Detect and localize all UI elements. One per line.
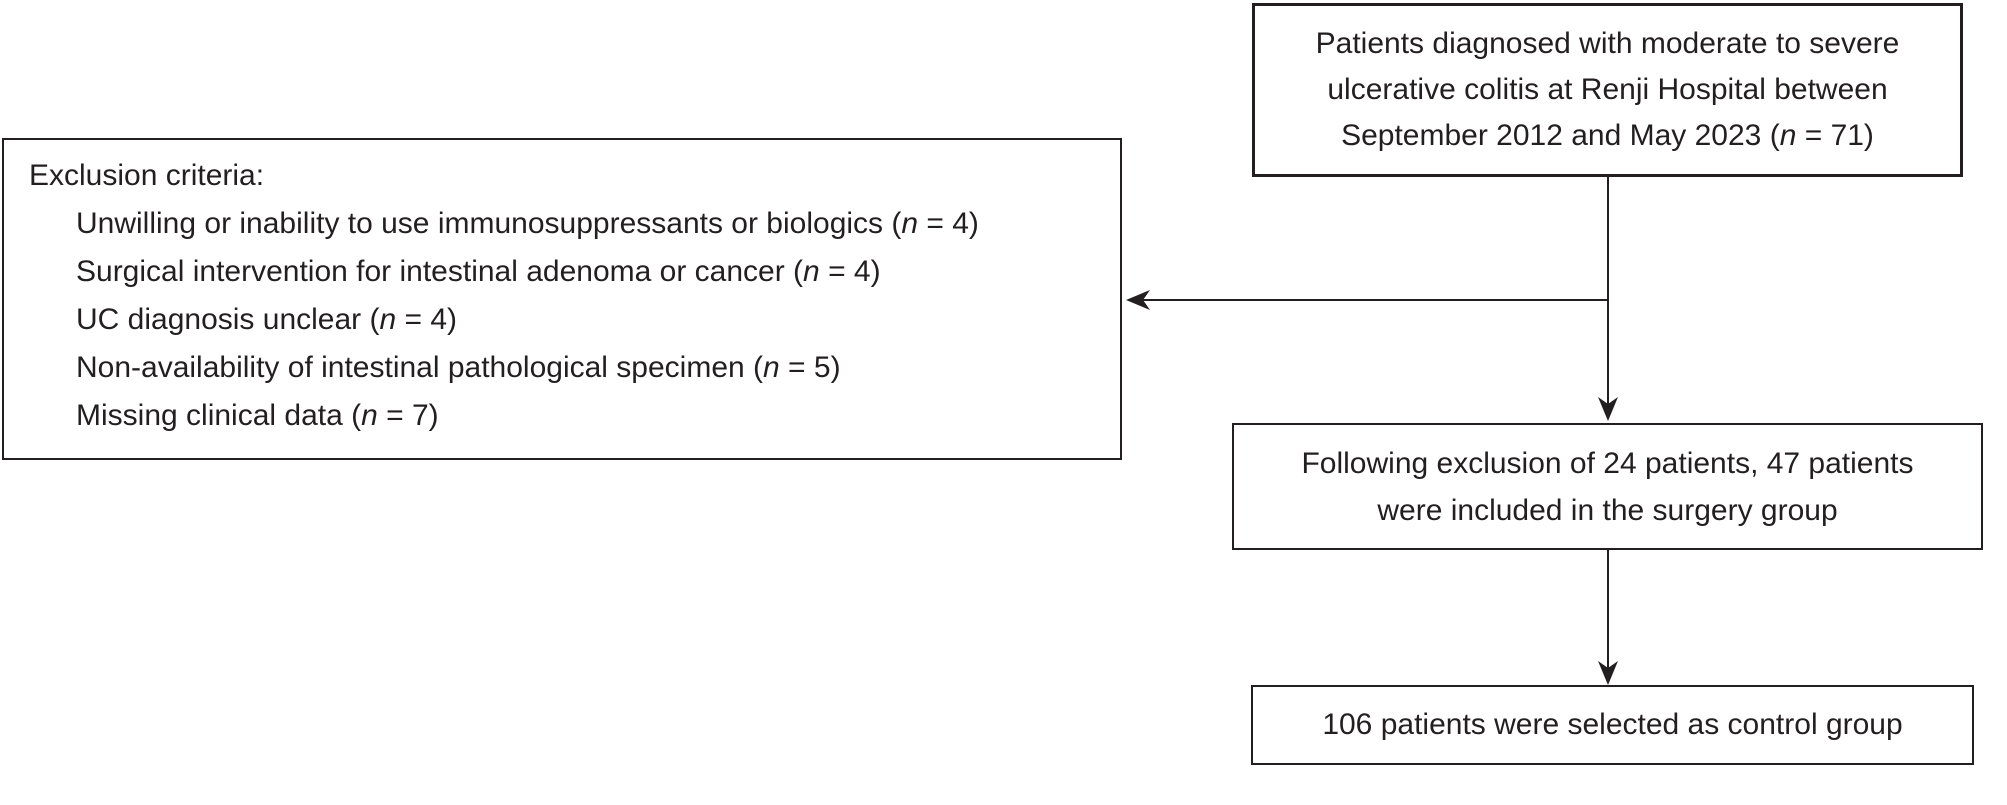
text-line: ulcerative colitis at Renji Hospital bet… — [1327, 73, 1888, 106]
exclusion-title: Exclusion criteria: — [29, 159, 265, 192]
surgery-group-box: Following exclusion of 24 patients, 47 p… — [1232, 423, 1983, 550]
text-line: 106 patients were selected as control gr… — [1322, 708, 1903, 741]
text-line: September 2012 and May 2023 (n = 71) — [1341, 119, 1874, 152]
arrow-top-to-surgery — [1598, 177, 1618, 421]
text-line: were included in the surgery group — [1377, 493, 1838, 527]
exclusion-item: UC diagnosis unclear (n = 4) — [76, 303, 458, 336]
control-group-box: 106 patients were selected as control gr… — [1251, 685, 1974, 765]
exclusion-item: Unwilling or inability to use immunosupp… — [76, 207, 979, 240]
exclusion-item: Surgical intervention for intestinal ade… — [76, 255, 881, 288]
patients-diagnosed-box: Patients diagnosed with moderate to seve… — [1252, 3, 1963, 177]
exclusion-item: Non-availability of intestinal pathologi… — [76, 351, 841, 384]
arrow-to-exclusion — [1126, 290, 1608, 310]
arrow-surgery-to-control — [1598, 550, 1618, 685]
exclusion-criteria-box: Exclusion criteria: Unwilling or inabili… — [2, 138, 1122, 460]
exclusion-item: Missing clinical data (n = 7) — [76, 399, 439, 432]
text-line: Following exclusion of 24 patients, 47 p… — [1301, 446, 1914, 480]
text-line: Patients diagnosed with moderate to seve… — [1315, 27, 1900, 60]
